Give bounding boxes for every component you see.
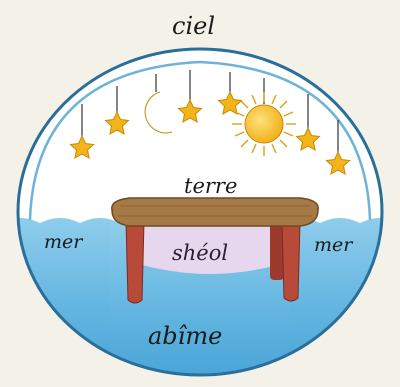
label-mer-right: mer — [314, 236, 352, 255]
label-abime: abîme — [148, 324, 222, 348]
sun-icon — [232, 92, 296, 156]
label-ciel: ciel — [172, 14, 215, 38]
label-terre: terre — [184, 176, 237, 197]
label-sheol: shéol — [172, 243, 228, 264]
label-mer-left: mer — [44, 233, 82, 252]
